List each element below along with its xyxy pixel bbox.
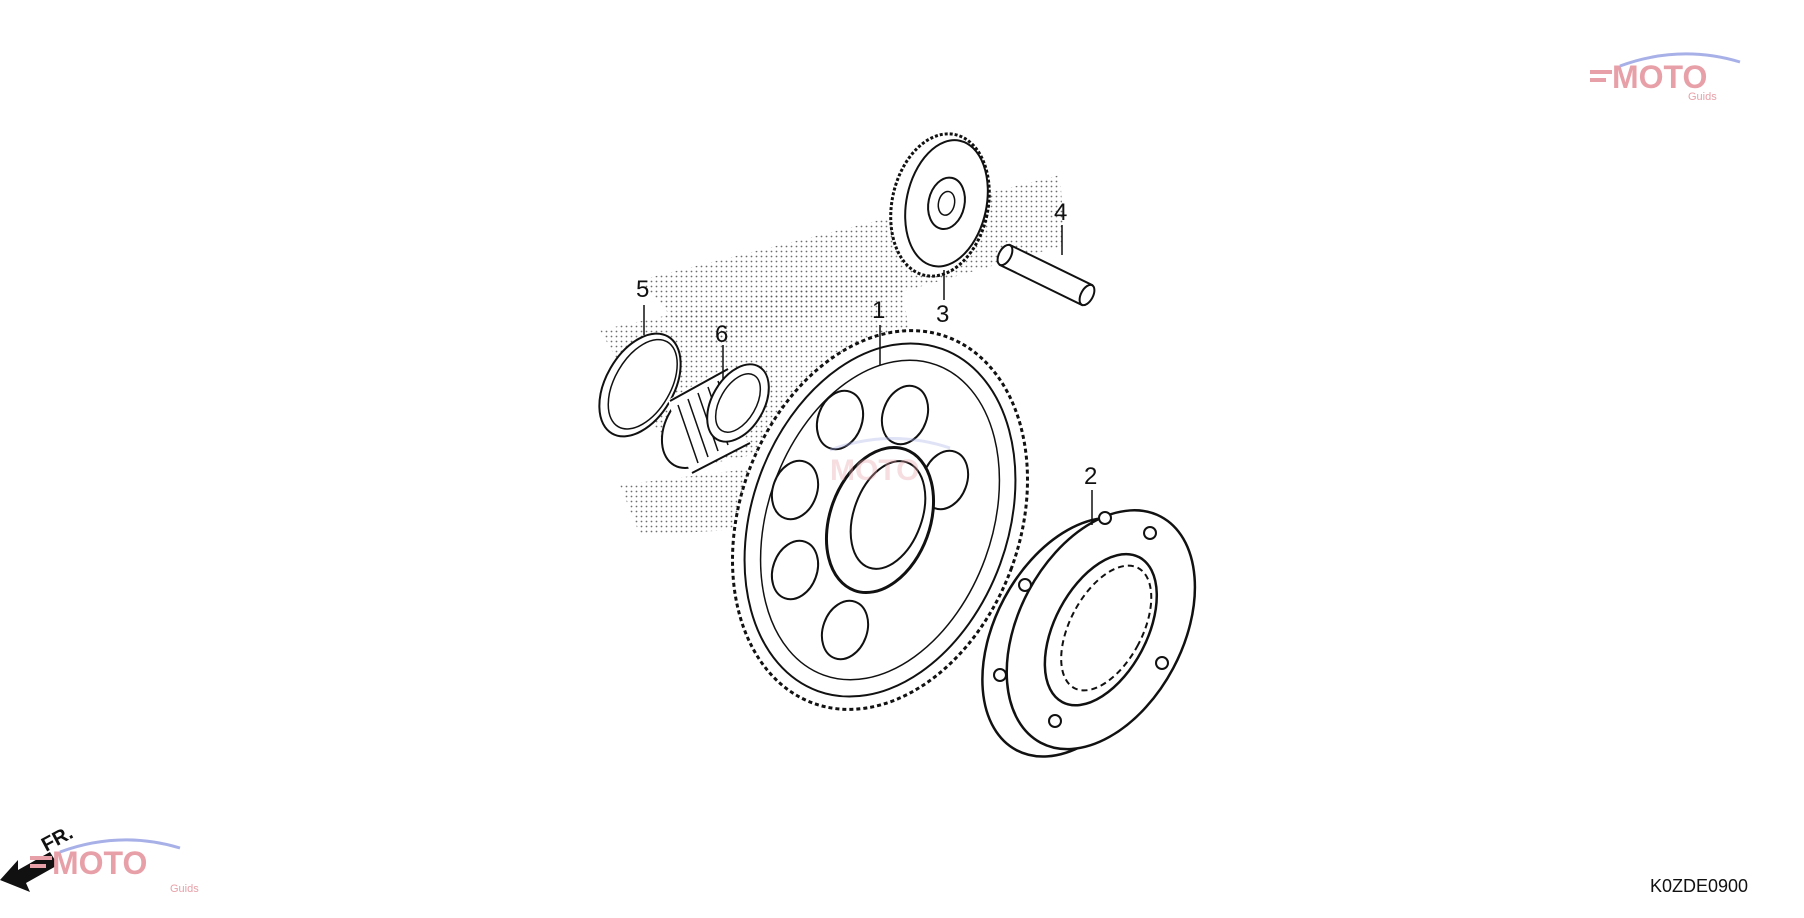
callout-label-6: 6 (715, 321, 728, 348)
svg-text:MOTO: MOTO (52, 845, 147, 881)
leader-lines (643, 225, 1093, 525)
drawing-code: K0ZDE0900 (1650, 876, 1749, 896)
svg-text:Guids: Guids (1688, 91, 1717, 103)
svg-text:MOTO: MOTO (1612, 59, 1707, 95)
starter-clutch-outer (981, 509, 1197, 758)
svg-text:MOTO: MOTO (830, 454, 919, 487)
idle-gear-shaft (996, 243, 1096, 307)
thrust-washer (598, 332, 682, 438)
callout-label-3: 3 (936, 301, 949, 328)
brand-watermark-bottom: MOTO Guids (30, 838, 199, 895)
callout-label-5: 5 (636, 276, 649, 303)
callout-label-2: 2 (1084, 463, 1097, 490)
brand-watermark-center: MOTO (829, 437, 951, 487)
starter-driven-gear (731, 329, 1029, 711)
brand-watermark-top: MOTO Guids (1590, 52, 1741, 103)
starter-idle-gear (889, 132, 991, 278)
callout-label-4: 4 (1054, 199, 1067, 226)
callout-label-1: 1 (872, 297, 885, 324)
svg-text:Guids: Guids (170, 883, 199, 895)
needle-bearing (660, 363, 770, 474)
